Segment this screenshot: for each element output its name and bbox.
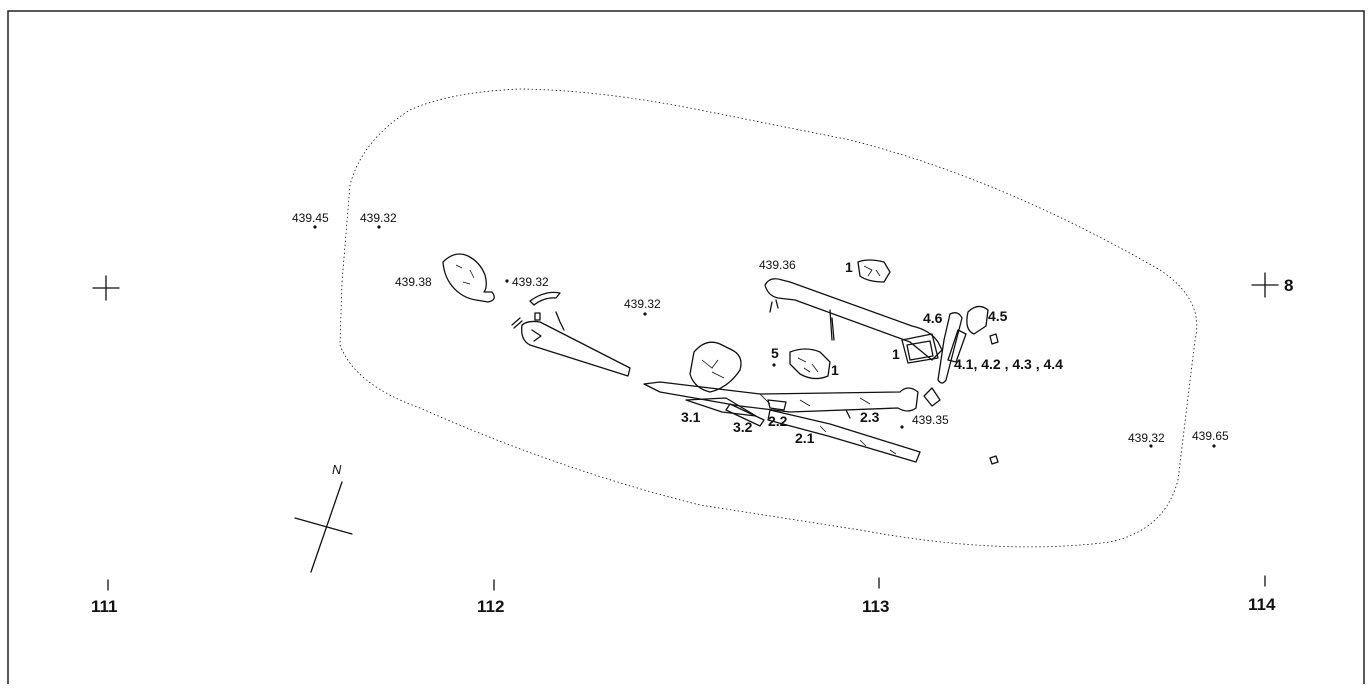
artifact-drawings (442, 253, 999, 465)
north-arrow (294, 481, 353, 573)
find-label: 4.5 (988, 308, 1008, 324)
pit-outline (339, 88, 1198, 548)
find-label: 1 (892, 346, 900, 362)
find-label: 1 (845, 259, 853, 275)
grid-cross-right (1251, 272, 1279, 298)
find-label: 2.3 (860, 409, 880, 425)
north-label: N (332, 462, 342, 477)
find-label: 4.6 (923, 310, 943, 326)
elevation-label: 439.65 (1192, 429, 1229, 443)
elevation-label: 439.32 (360, 211, 397, 225)
find-label: 3.2 (733, 419, 753, 435)
grid-ticks (107, 575, 1266, 591)
elevation-points (313, 225, 1216, 448)
elevation-label: 439.36 (759, 258, 796, 272)
find-label: 4.1, 4.2 , 4.3 , 4.4 (954, 356, 1063, 372)
elevation-label: 439.45 (292, 211, 329, 225)
find-label: 5 (771, 345, 779, 361)
grid-label-112: 112 (477, 597, 504, 616)
grid-cross-left (92, 275, 120, 301)
frame-border (7, 10, 1365, 689)
elevation-label: 439.32 (512, 275, 549, 289)
find-label: 1 (831, 362, 839, 378)
find-label: 3.1 (681, 409, 701, 425)
grid-label-113: 113 (862, 597, 889, 616)
find-label: 2.1 (795, 430, 815, 446)
find-label: 2.2 (768, 413, 788, 429)
elevation-label: 439.32 (624, 297, 661, 311)
grid-label-row: 8 (1284, 276, 1293, 295)
grid-label-111: 111 (91, 597, 118, 616)
elevation-label: 439.35 (912, 413, 949, 427)
elevation-label: 439.32 (1128, 431, 1165, 445)
elevation-label: 439.38 (395, 275, 432, 289)
grid-label-114: 114 (1248, 595, 1276, 614)
